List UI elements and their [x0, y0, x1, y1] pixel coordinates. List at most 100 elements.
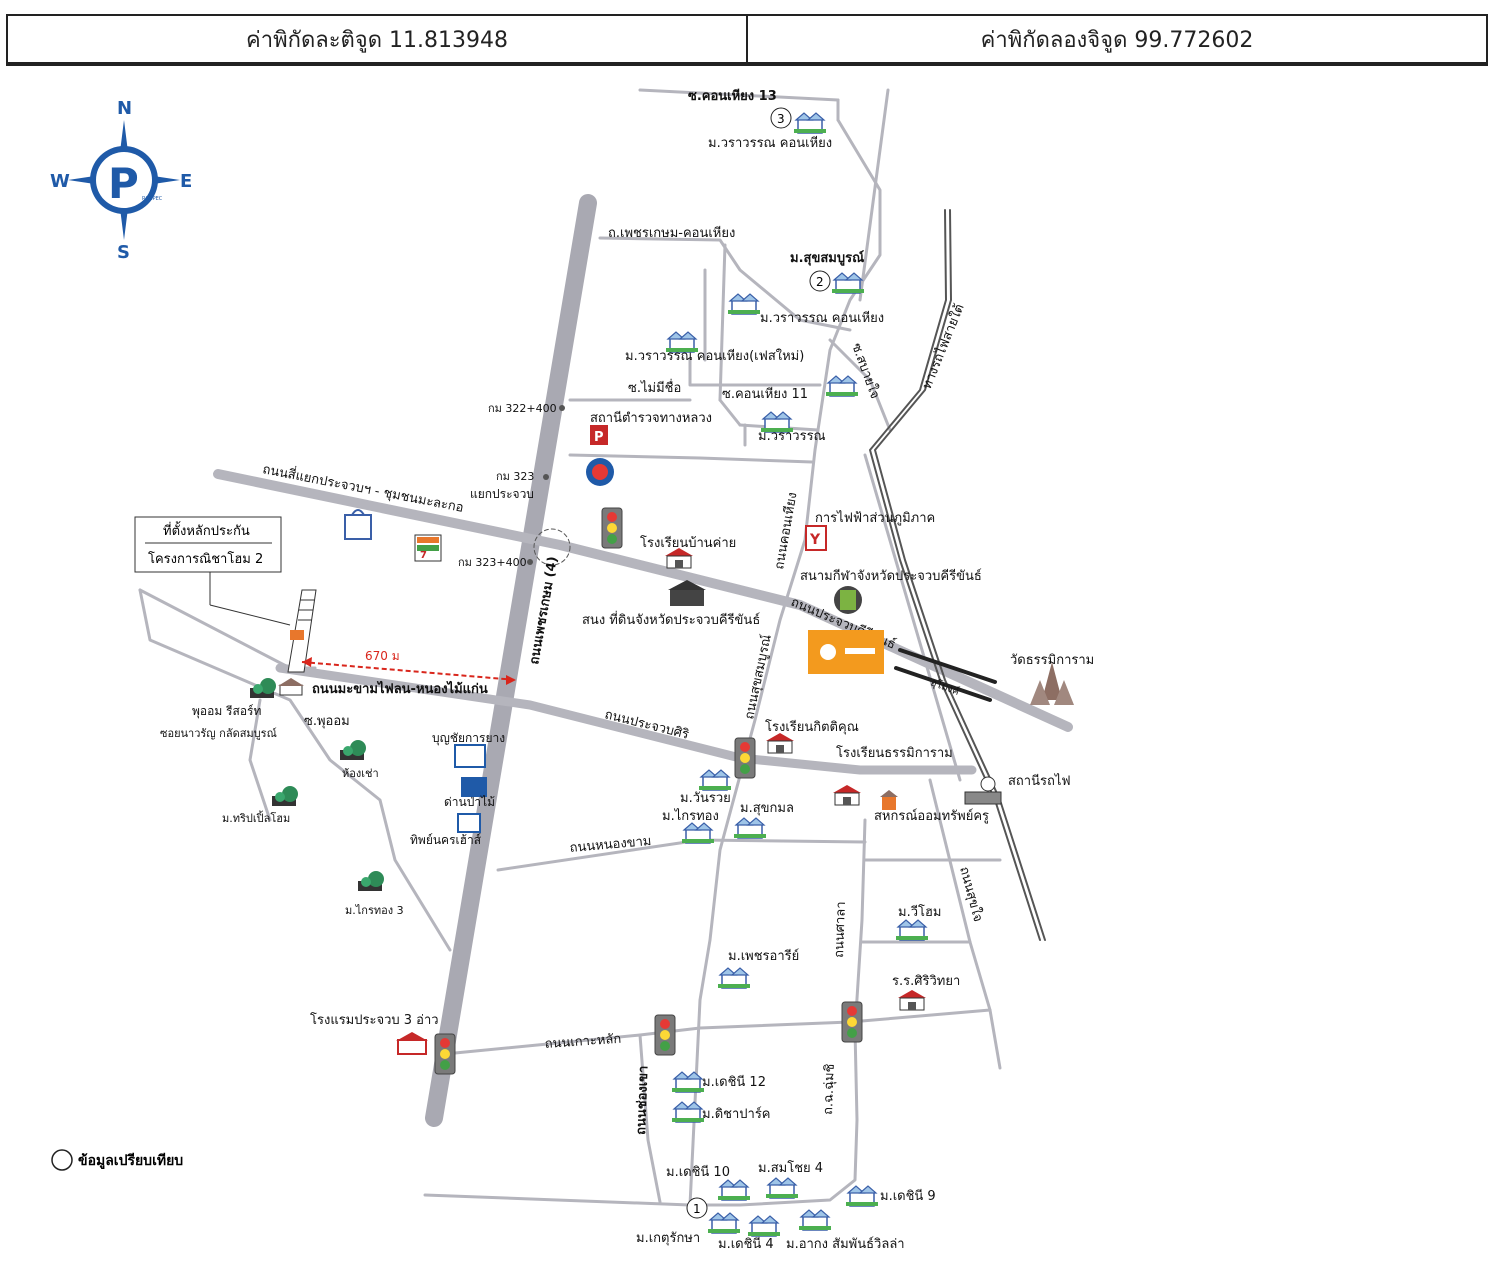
distance-arrow — [301, 661, 517, 681]
bank-icon — [808, 630, 884, 674]
label-school-thammika: โรงเรียนธรรมิการาม — [836, 745, 953, 761]
label-electricity: การไฟฟ้าส่วนภูมิภาค — [815, 510, 935, 526]
label-village-14: ม.เดชินี 12 — [702, 1074, 766, 1090]
village-icon — [747, 1215, 781, 1237]
electricity-icon: Y — [805, 525, 827, 551]
road-label-soi-sukjai: ถนนสุขใจ — [956, 865, 986, 924]
junction-circle — [533, 528, 571, 566]
label-village-18: ม.เดชินี 9 — [880, 1188, 936, 1204]
label-dan-pa-mai: ด่านป่าไม้ — [444, 795, 495, 809]
legend-circle-icon — [51, 1149, 73, 1171]
label-phuom-resort: พุออม รีสอร์ท — [192, 704, 261, 719]
road-label-soi-phuom: ซ.พุออม — [304, 714, 350, 729]
label-village-1: ม.วราวรรณ คอนเหียง — [708, 135, 832, 151]
road-label-phetkasem-khon-hiang: ถ.เพชรเกษม-คอนเหียง — [608, 225, 735, 241]
label-coop: สหกรณ์ออมทรัพย์ครู — [874, 808, 989, 824]
collateral-box: ที่ตั้งหลักประกัน โครงการณิชาโฮม 2 — [134, 516, 291, 626]
school-icon — [897, 989, 927, 1011]
label-village-11: ม.วีโฮม — [898, 904, 942, 920]
label-tippayan: ทิพย์นครเฮ้าส์ — [410, 833, 482, 847]
longitude-cell: ค่าพิกัดลองจิจูด 99.772602 — [746, 16, 1486, 62]
collateral-line2: โครงการณิชาโฮม 2 — [148, 551, 263, 567]
road-four-way — [213, 469, 1073, 732]
label-km-323-400: กม 323+400 — [458, 556, 527, 569]
village-icon — [681, 822, 715, 844]
label-village-5: ม.วราวรรณ — [758, 429, 826, 444]
road-label-nong-kham: ถนนหนองขาม — [569, 834, 652, 856]
coordinate-bar: ค่าพิกัดละติจูด 11.813948 ค่าพิกัดลองจิจ… — [6, 14, 1488, 66]
road-label-chong-khao: ถนนช่องเขา — [634, 1065, 651, 1135]
road-label-khon-hiang-road: ถนนคอนเหียง — [771, 491, 800, 571]
village-icon — [793, 112, 827, 134]
marker-2: 2 — [816, 275, 824, 289]
village-icon — [733, 817, 767, 839]
gas-station-icon — [586, 458, 614, 486]
svg-text:Y: Y — [809, 532, 821, 548]
village-icon — [845, 1185, 879, 1207]
tree-icon — [272, 786, 298, 806]
traffic-light-icon — [434, 1033, 456, 1075]
land-office-icon — [668, 580, 706, 606]
label-school-kitti: โรงเรียนกิตติคุณ — [765, 719, 859, 735]
road-label-makham: ถนนมะขามไฟลน-หนองไม้แก่น — [312, 680, 488, 697]
legend-label: ข้อมูลเปรียบเทียบ — [78, 1153, 183, 1169]
seven-eleven-icon: 7 — [414, 534, 442, 562]
label-bunyachai: บุญชัยการยาง — [432, 731, 505, 746]
label-village-17: ม.สมโชย 4 — [758, 1160, 823, 1176]
village-icon — [717, 1179, 751, 1201]
road-label-sala: ถนนศาลา — [832, 901, 849, 958]
subject-project-plot — [287, 589, 317, 673]
tree-icon — [358, 871, 384, 891]
hotel-icon — [396, 1032, 428, 1055]
village-icon — [671, 1101, 705, 1123]
traffic-light-icon — [734, 737, 756, 779]
compass-w: W — [50, 171, 70, 192]
label-school-ban-khai: โรงเรียนบ้านค่าย — [640, 535, 736, 551]
label-village-10: ม.ไกรทอง 3 — [345, 904, 404, 917]
label-village-19: ม.เกตุรักษา — [636, 1231, 700, 1246]
label-village-20: ม.เดชินี 4 — [718, 1236, 774, 1252]
tree-icon — [250, 678, 276, 698]
comparison-marker: 3 2 1 — [686, 107, 831, 1219]
compass-e: E — [180, 171, 192, 192]
label-village-12: ร.ร.ศิริวิทยา — [892, 974, 960, 989]
traffic-light-icon — [654, 1014, 676, 1056]
label-railway-station: สถานีรถไฟ — [1008, 773, 1071, 789]
label-village-8: ม.สุขกมล — [740, 801, 794, 816]
label-junction: แยกประจวบ — [470, 487, 534, 501]
coop-icon — [880, 790, 898, 810]
village-icon — [727, 293, 761, 315]
village-icon — [831, 272, 865, 294]
village-icon — [717, 967, 751, 989]
label-km-323: กม 323 — [496, 470, 534, 483]
svg-text:7: 7 — [420, 550, 427, 561]
village-icon — [707, 1212, 741, 1234]
shopping-bag-icon — [344, 509, 372, 540]
label-village-13: ม.เพชรอารีย์ — [728, 948, 799, 964]
village-icon — [895, 919, 929, 941]
road-label-suksomboon: ถนนสุขสมบูรณ์ — [741, 633, 775, 721]
label-hotel: โรงแรมประจวบ 3 อ่าว — [310, 1012, 439, 1028]
compass-n: N — [117, 98, 132, 119]
marker-3: 3 — [777, 112, 785, 126]
school-icon — [765, 732, 795, 754]
label-stadium: สนามกีฬาจังหวัดประจวบคีรีขันธ์ — [800, 568, 982, 584]
label-village-7: ม.ไกรทอง — [662, 808, 719, 824]
highway-petchkasem — [425, 194, 597, 1127]
label-rent-room: ห้องเช่า — [342, 767, 379, 780]
road-label-soi-khon-hiang-13: ซ.คอนเหียง 13 — [688, 88, 777, 104]
collateral-line1: ที่ตั้งหลักประกัน — [163, 521, 250, 539]
label-village-15: ม.ดิชาปาร์ค — [702, 1106, 771, 1122]
km-marker-icon — [527, 405, 565, 565]
label-soi-nawarat: ซอยนาวรัญ กลัดสมบูรณ์ — [160, 727, 277, 740]
label-land-office: สนง ที่ดินจังหวัดประจวบคีรีขันธ์ — [582, 611, 760, 628]
school-icon — [832, 784, 862, 806]
village-icon — [671, 1071, 705, 1093]
village-icon — [765, 1177, 799, 1199]
road-label-soi-khon-hiang-11: ซ.คอนเหียง 11 — [722, 386, 808, 402]
svg-text:P: P — [108, 159, 139, 208]
school-icon — [664, 547, 694, 569]
distance-label: 670 ม — [365, 649, 400, 663]
road-label-railway-south: ทางรถไฟสายใต้ — [919, 302, 968, 392]
